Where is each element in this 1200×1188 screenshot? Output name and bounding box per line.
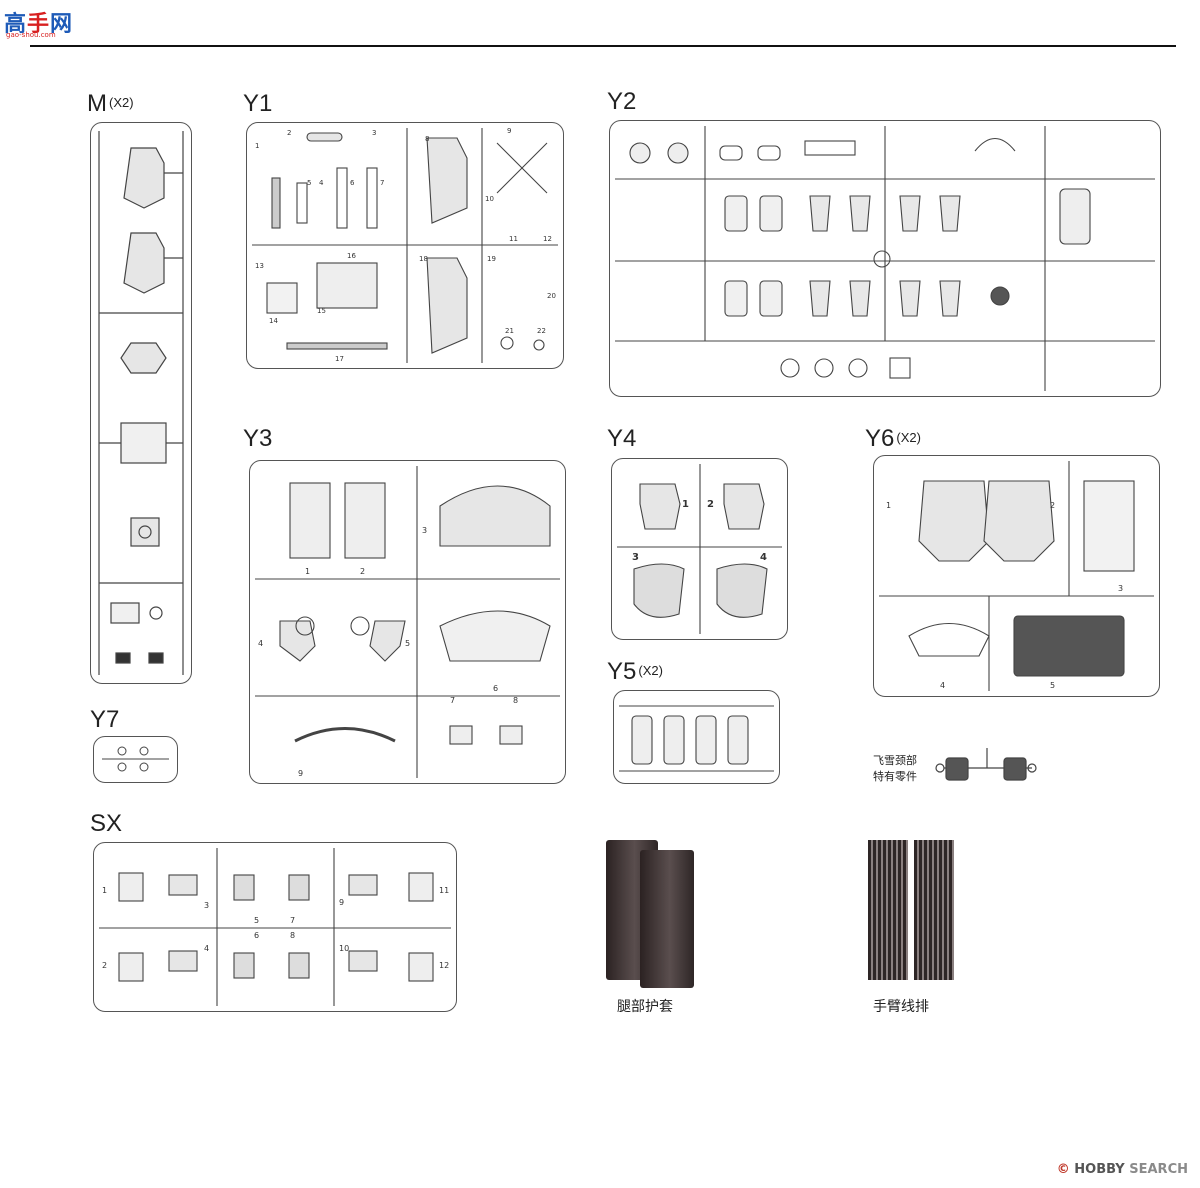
y1-part-number: 1: [255, 142, 259, 150]
sprue-m-drawing: [98, 131, 184, 675]
site-logo-url: gao-shou.com: [6, 31, 56, 39]
sprue-y5: [613, 690, 780, 784]
sprue-y4: 1 2 3 4: [611, 458, 788, 640]
leg-cover-caption: 腿部护套: [617, 999, 673, 1015]
y3-part-number: 4: [258, 639, 263, 648]
sprue-y6-drawing: 1 2 3 4 5: [879, 461, 1154, 691]
arm-cable-caption: 手臂线排: [873, 999, 929, 1015]
y1-part-number: 14: [269, 317, 278, 325]
y1-part-number: 16: [347, 252, 356, 260]
y1-part-number: 22: [537, 327, 546, 335]
y6-part-number: 1: [886, 501, 891, 510]
y4-part-number: 2: [707, 499, 714, 510]
sprue-y2: [609, 120, 1161, 397]
y4-part-number: 1: [682, 499, 689, 510]
sprue-y2-drawing: [615, 126, 1155, 391]
y1-part-number: 8: [425, 135, 429, 143]
sprue-m: [90, 122, 192, 684]
leg-cover-front: [640, 850, 694, 988]
sx-part-number: 6: [254, 931, 259, 940]
sx-part-number: 10: [339, 944, 349, 953]
y1-part-number: 3: [372, 129, 376, 137]
sprue-label-y1: Y1: [243, 90, 273, 117]
sprue-y5-drawing: [619, 705, 774, 772]
y1-part-number: 4: [319, 179, 324, 187]
sprue-label-y4: Y4: [607, 425, 637, 452]
sx-part-number: 3: [204, 901, 209, 910]
arm-cable-left: [868, 840, 908, 980]
y1-part-number: 19: [487, 255, 496, 263]
sprue-label-y5: Y5(X2): [607, 658, 663, 685]
y1-part-number: 21: [505, 327, 514, 335]
y1-part-number: 20: [547, 292, 556, 300]
sprue-y1: 2 3 1 5 4 6 7 8 9 10 11 12 13 14 15 16 1…: [246, 122, 564, 369]
sx-part-number: 8: [290, 931, 295, 940]
sprue-y3-drawing: 1 2 3 4 5 6 7 8 9: [255, 466, 560, 778]
sprue-y3: 1 2 3 4 5 6 7 8 9: [249, 460, 566, 784]
y3-part-number: 2: [360, 567, 365, 576]
sx-part-number: 9: [339, 898, 344, 907]
sprue-y1-drawing: 2 3 1 5 4 6 7 8 9 10 11 12 13 14 15 16 1…: [252, 127, 558, 363]
sprue-sx: 1 2 3 4 5 6 7 8 9 10 11 12: [93, 842, 457, 1012]
sx-part-number: 2: [102, 961, 107, 970]
y1-part-number: 15: [317, 307, 326, 315]
y1-part-number: 17: [335, 355, 344, 363]
y3-part-number: 3: [422, 526, 427, 535]
y4-part-number: 3: [632, 552, 639, 563]
y3-part-number: 8: [513, 696, 518, 705]
y1-part-number: 2: [287, 129, 291, 137]
y1-part-number: 9: [507, 127, 511, 135]
sx-part-number: 7: [290, 916, 295, 925]
sprue-y7: [93, 736, 178, 783]
sx-part-number: 11: [439, 886, 449, 895]
y1-part-number: 6: [350, 179, 355, 187]
y3-part-number: 7: [450, 696, 455, 705]
sx-part-number: 1: [102, 886, 107, 895]
y3-part-number: 1: [305, 567, 310, 576]
header-rule: [30, 45, 1176, 47]
special-part-caption: 飞雪颈部 特有零件: [873, 754, 917, 783]
y3-part-number: 6: [493, 684, 498, 693]
sx-part-number: 12: [439, 961, 449, 970]
hobby-search-watermark: © HOBBY SEARCH: [1056, 1162, 1188, 1177]
sprue-label-sx: SX: [90, 810, 123, 837]
y3-part-number: 9: [298, 769, 303, 778]
sprue-label-y2: Y2: [607, 88, 637, 115]
y1-part-number: 13: [255, 262, 264, 270]
special-neck-part: [935, 748, 1037, 781]
sx-part-number: 5: [254, 916, 259, 925]
y1-part-number: 5: [307, 179, 311, 187]
site-logo: 高手网 gao-shou.com: [4, 6, 74, 40]
y6-part-number: 3: [1118, 584, 1123, 593]
sprue-sx-drawing: 1 2 3 4 5 6 7 8 9 10 11 12: [99, 848, 451, 1006]
sprue-y6: 1 2 3 4 5: [873, 455, 1160, 697]
sprue-y4-drawing: 1 2 3 4: [617, 464, 782, 634]
sprue-label-y3: Y3: [243, 425, 273, 452]
arm-cable-right: [914, 840, 954, 980]
y6-part-number: 2: [1050, 501, 1055, 510]
y6-part-number: 4: [940, 681, 945, 690]
sprue-label-y6: Y6(X2): [865, 425, 921, 452]
y1-part-number: 7: [380, 179, 384, 187]
y3-part-number: 5: [405, 639, 410, 648]
y1-part-number: 11: [509, 235, 518, 243]
site-logo-text: 高手网: [4, 12, 74, 37]
sx-part-number: 4: [204, 944, 209, 953]
y1-part-number: 10: [485, 195, 494, 203]
y1-part-number: 18: [419, 255, 428, 263]
y4-part-number: 4: [760, 552, 767, 563]
y6-part-number: 5: [1050, 681, 1055, 690]
sprue-y7-drawing: [102, 746, 169, 772]
sprue-label-y7: Y7: [90, 706, 120, 733]
sprue-label-m: M(X2): [87, 90, 134, 117]
y1-part-number: 12: [543, 235, 552, 243]
